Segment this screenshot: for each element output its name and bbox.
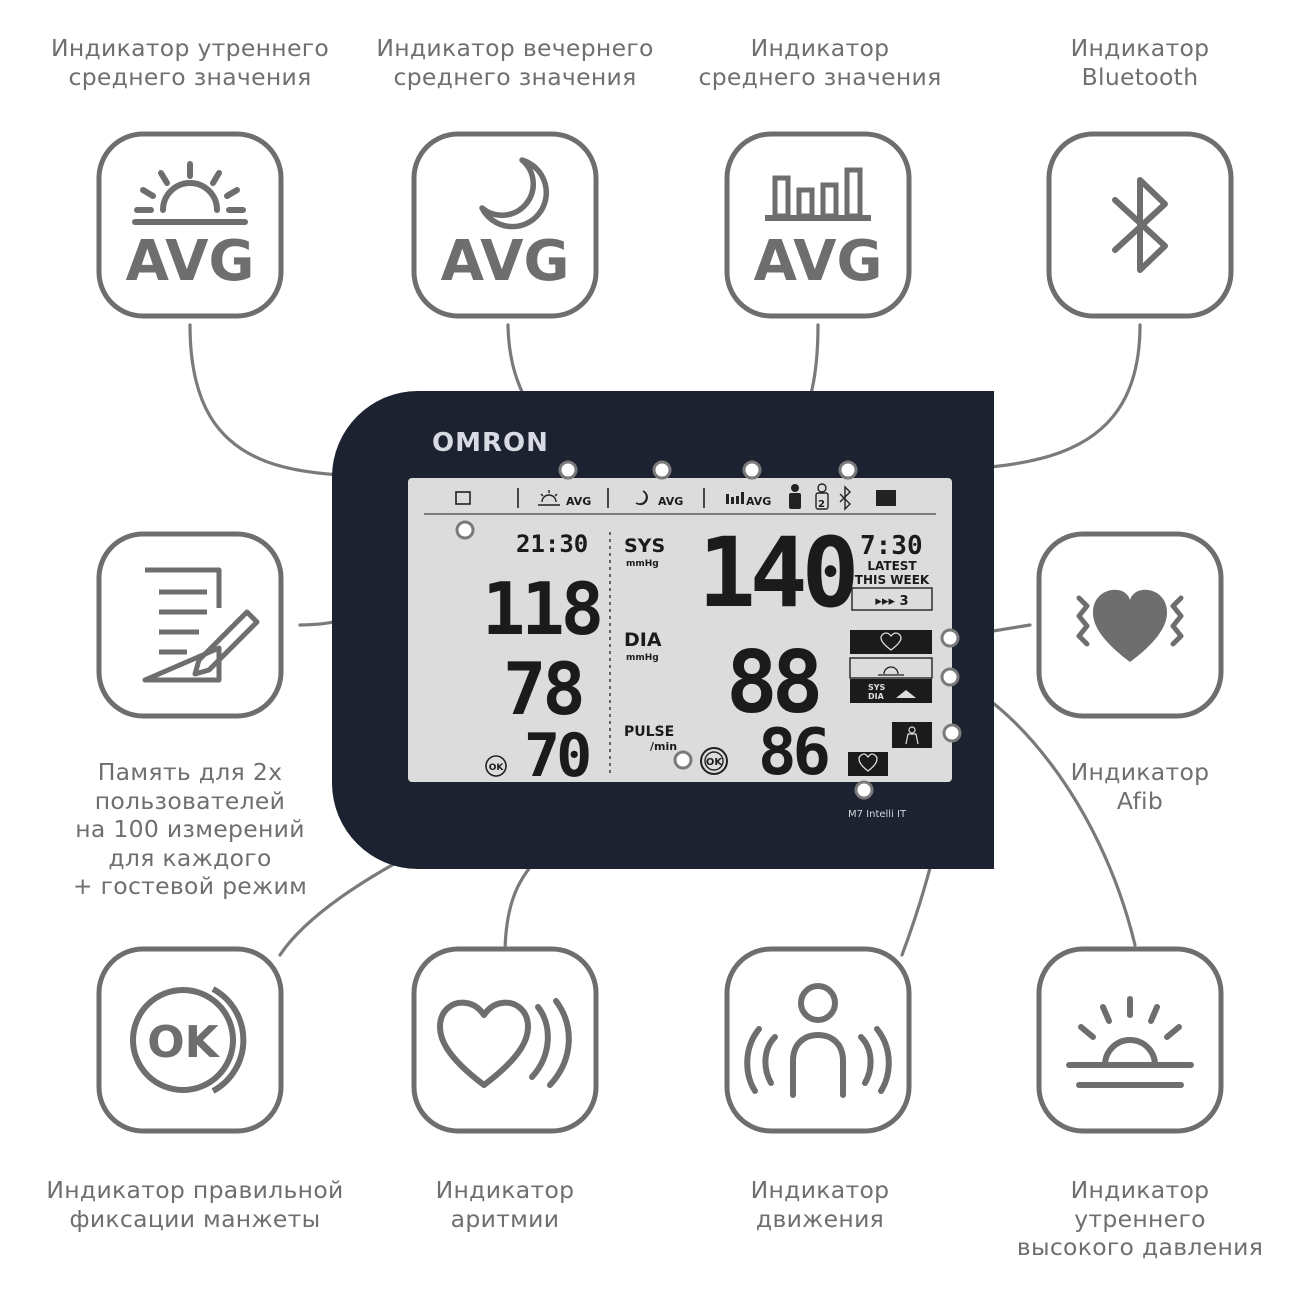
tile-movement [723, 945, 913, 1135]
label-afib: Индикатор Afib [1070, 758, 1210, 815]
avg-text: AVG [754, 229, 883, 294]
lcd-ok-icon-left: OK [485, 755, 507, 777]
svg-text:SYS: SYS [868, 683, 886, 692]
tile-evening-avg: AVG [410, 130, 600, 320]
lcd-arrhythmia-icon [848, 752, 888, 776]
lcd-status-bar: AVG AVG AVG 2 [424, 483, 936, 515]
lcd-moon-icon [635, 490, 648, 506]
notepad-icon [142, 567, 260, 683]
label-avg: Индикатор среднего значения [698, 34, 942, 91]
week-count: ▸▸▸ 3 [875, 594, 908, 609]
label-arrhythmia: Индикатор аритмии [435, 1176, 575, 1233]
svg-text:mmHg: mmHg [626, 653, 659, 663]
lcd-ok-icon: OK [700, 747, 728, 775]
lcd-dia-label: DIA [624, 629, 662, 651]
lcd-memory-pulse: 70 [524, 721, 589, 782]
tile-avg: AVG [723, 130, 913, 320]
avg-text: AVG [441, 229, 570, 294]
vibration-icon [1076, 595, 1184, 647]
tile-memory [95, 530, 285, 720]
svg-text:2: 2 [818, 499, 825, 510]
lcd-sys-label: SYS [624, 535, 665, 557]
bar-chart-icon [765, 167, 871, 221]
lcd-dia-value: 88 [726, 633, 819, 733]
label-evening-avg: Индикатор вечернего среднего значения [376, 34, 654, 91]
lcd-time-left: 21:30 [516, 530, 588, 558]
heart-icon [1093, 589, 1167, 662]
transfer-icon [876, 490, 896, 506]
svg-text:AVG: AVG [746, 495, 771, 508]
lcd-bars-icon [726, 492, 744, 504]
lcd-sys-value: 140 [698, 517, 855, 629]
svg-text:/min: /min [650, 740, 677, 753]
tile-cuff: OK [95, 945, 285, 1135]
lcd-memory-sys: 118 [482, 567, 600, 651]
lcd-sunrise-icon [538, 490, 560, 506]
lcd-pulse-label: PULSE [624, 724, 674, 740]
movement-person-icon [744, 983, 892, 1098]
morning-sunrise-icon [1066, 996, 1194, 1088]
label-bluetooth: Индикатор Bluetooth [1070, 34, 1210, 91]
user2-icon [815, 483, 829, 510]
lcd-time-right: 7:30 [860, 531, 923, 561]
svg-text:LATEST: LATEST [867, 559, 917, 573]
lcd-bluetooth-icon [839, 485, 851, 511]
avg-text: AVG [126, 229, 255, 294]
svg-text:mmHg: mmHg [626, 559, 659, 569]
irregular-heartbeat-icon [437, 998, 572, 1088]
svg-text:OK: OK [706, 757, 724, 768]
svg-text:AVG: AVG [658, 495, 683, 508]
sunrise-icon [132, 161, 248, 225]
brand-logo: OMRON [432, 428, 549, 458]
cuff-ok-text: OK [147, 1017, 220, 1068]
lcd-afib-icon [850, 630, 932, 654]
label-morning-high: Индикатор утреннего высокого давления [1016, 1176, 1264, 1261]
lcd-pulse-value: 86 [758, 716, 829, 782]
user1-icon [789, 484, 801, 509]
tile-morning-avg: AVG [95, 130, 285, 320]
svg-text:DIA: DIA [868, 692, 885, 701]
lcd-display: AVG AVG AVG 2 21:30 118 78 70 [408, 478, 952, 782]
label-movement: Индикатор движения [750, 1176, 890, 1233]
bluetooth-icon [1112, 177, 1168, 273]
svg-text:THIS WEEK: THIS WEEK [855, 573, 930, 587]
label-morning-avg: Индикатор утреннего среднего значения [50, 34, 330, 91]
svg-text:OK: OK [489, 763, 505, 773]
tile-afib [1035, 530, 1225, 720]
lcd-movement-icon [892, 722, 932, 748]
lcd-morning-high-icon: SYS DIA [849, 657, 933, 703]
svg-text:AVG: AVG [566, 495, 591, 508]
tile-morning-high [1035, 945, 1225, 1135]
label-memory: Память для 2х пользователей на 100 измер… [72, 758, 308, 900]
lcd-memory-dia: 78 [503, 647, 582, 731]
label-cuff: Индикатор правильной фиксации манжеты [46, 1176, 344, 1233]
cuff-ok-icon [130, 986, 247, 1094]
moon-icon [479, 157, 550, 230]
memory-icon [455, 491, 471, 505]
tile-arrhythmia [410, 945, 600, 1135]
tile-bluetooth [1045, 130, 1235, 320]
model-name: M7 Intelli IT [848, 809, 907, 820]
